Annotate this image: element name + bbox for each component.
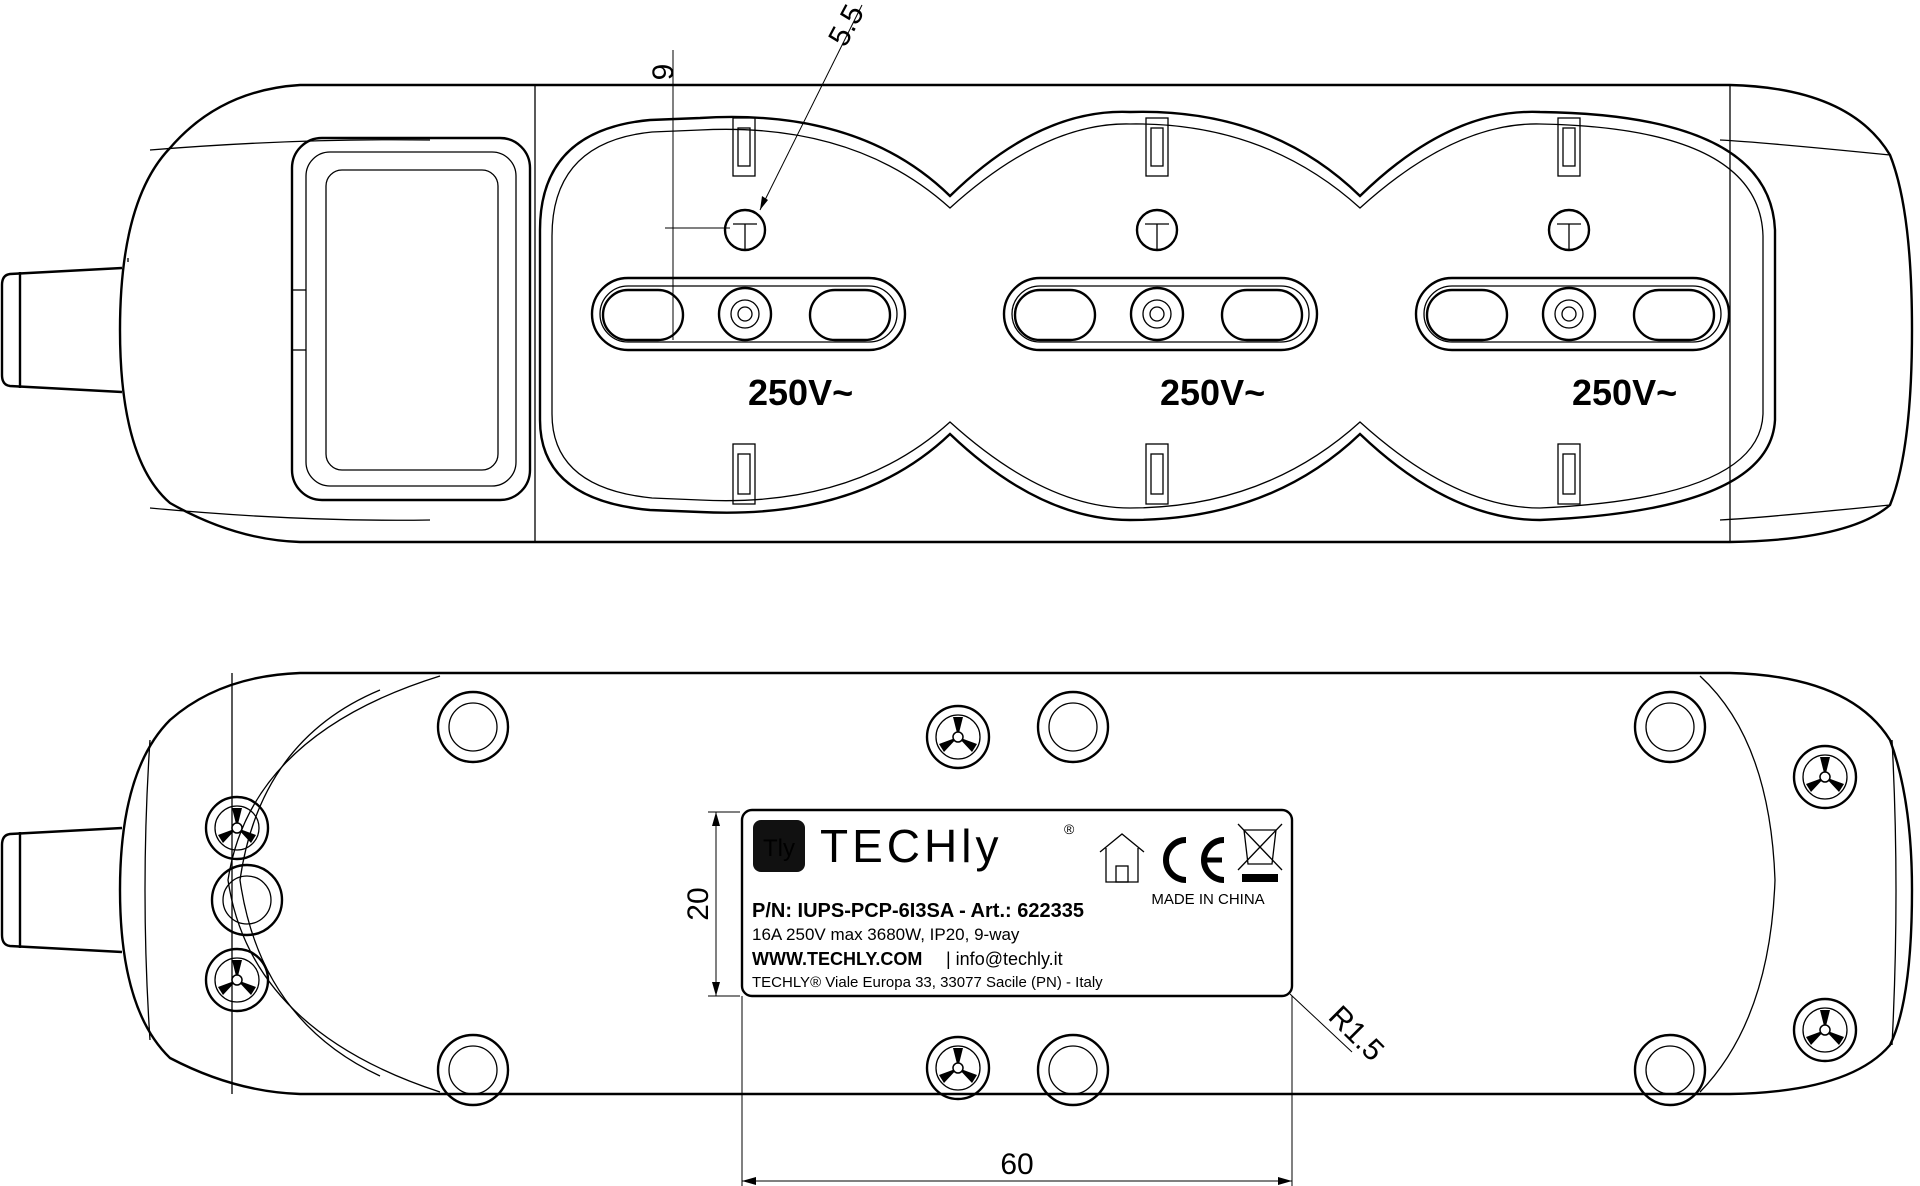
brand-registered: ® (1064, 821, 1075, 837)
socket-voltage: 250V~ (1160, 372, 1265, 413)
pin-slot-row (1414, 276, 1731, 352)
pin-slot-row (590, 276, 907, 352)
screw-icon (925, 704, 991, 770)
socket-3: 250V~ (1414, 117, 1731, 505)
screw-icon (204, 795, 270, 861)
label-frame (740, 808, 1294, 998)
website-link[interactable]: WWW.TECHLY.COM (752, 949, 922, 969)
hole-icon (1036, 1033, 1110, 1107)
screw-icon (925, 1035, 991, 1101)
bottom-screws (204, 704, 1858, 1101)
dimension-60: 60 (1000, 1148, 1033, 1181)
pin-hole-center (1541, 286, 1597, 342)
made-in-label: MADE IN CHINA (1151, 891, 1264, 908)
socket-voltage: 250V~ (1572, 372, 1677, 413)
ce-mark-icon (1163, 837, 1225, 883)
pin-slot-row (1002, 276, 1319, 352)
socket-plate (538, 110, 1777, 522)
socket-voltage: 250V~ (748, 372, 853, 413)
hole-icon (1633, 690, 1707, 764)
logo-mark-text: Tly (763, 835, 795, 862)
top-view: 250V~ 250V~ (0, 0, 1914, 544)
dimension-5-5: 5.5 (822, 0, 871, 52)
address-line: TECHLY® Viale Europa 33, 33077 Sacile (P… (752, 974, 1103, 991)
pin-hole-left (601, 288, 685, 342)
hole-icon (1633, 1033, 1707, 1107)
hole-icon (436, 1033, 510, 1107)
specs-line: 16A 250V max 3680W, IP20, 9-way (752, 925, 1020, 944)
email-link[interactable]: | info@techly.it (946, 949, 1063, 969)
power-switch[interactable] (290, 136, 532, 502)
bottom-view: Tly TECHly ® MADE IN CHINA P/N: (0, 671, 1914, 1186)
hole-icon (436, 690, 510, 764)
dimension-20: 20 (682, 887, 715, 920)
pin-hole-right (1220, 288, 1304, 342)
pin-hole-left (1013, 288, 1097, 342)
house-icon (1099, 833, 1145, 883)
dimension-9: 9 (647, 64, 680, 81)
bottom-holes (210, 690, 1707, 1107)
screw-icon (204, 947, 270, 1013)
pin-hole-right (1632, 288, 1716, 342)
screw-icon (1792, 997, 1858, 1063)
top-cable-stub (0, 266, 123, 394)
bottom-body-outline (118, 671, 1914, 1096)
hole-icon (1036, 690, 1110, 764)
brand-logo-mark (753, 820, 805, 872)
weee-bin-icon (1237, 823, 1283, 882)
screw-icon (1792, 744, 1858, 810)
socket-2: 250V~ (1002, 117, 1319, 505)
pin-hole-right (808, 288, 892, 342)
part-number: P/N: IUPS-PCP-6I3SA - Art.: 622335 (752, 900, 1084, 922)
pin-hole-left (1425, 288, 1509, 342)
brand-name: TECHly (820, 820, 1002, 872)
bottom-cable-stub (0, 826, 123, 954)
product-label: Tly TECHly ® MADE IN CHINA P/N: (740, 808, 1294, 998)
hole-icon (210, 863, 284, 937)
pin-hole-center (1129, 286, 1185, 342)
socket-1: 250V~ (590, 117, 907, 505)
pin-hole-center (717, 286, 773, 342)
